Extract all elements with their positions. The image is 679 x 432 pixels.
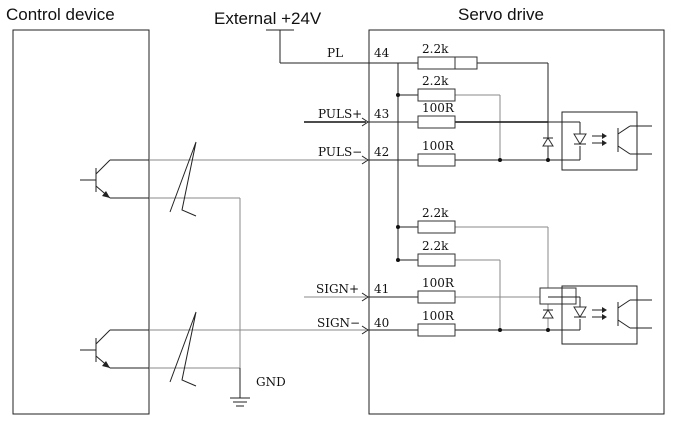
- puls-minus-label: PULS−: [318, 145, 362, 159]
- control-device-title: Control device: [6, 5, 115, 24]
- gnd-label: GND: [256, 375, 286, 389]
- pin-44: 44: [374, 46, 390, 60]
- resistor-sign-pullup-2-value: 2.2k: [422, 239, 449, 253]
- puls-gnd-wire: [149, 197, 241, 368]
- pin-43: 43: [374, 107, 389, 121]
- resistor-pl: [417, 56, 456, 70]
- resistor-puls-pullup: [417, 88, 456, 102]
- external-24v-line: [266, 29, 398, 64]
- puls-optocoupler-input: [542, 121, 568, 161]
- control-device-box: [12, 29, 150, 415]
- pl-label: PL: [327, 46, 343, 60]
- resistor-puls-plus: [417, 115, 456, 129]
- sign-minus-label: SIGN−: [317, 316, 360, 330]
- resistor-puls-pullup-value: 2.2k: [422, 74, 449, 88]
- puls-resistor-network: [398, 56, 549, 161]
- ground-symbol: [230, 368, 250, 407]
- servo-drive-title: Servo drive: [458, 5, 544, 24]
- optocoupler-puls: [561, 111, 652, 171]
- servo-drive-box: [368, 29, 665, 415]
- puls-plus-label: PULS+: [318, 107, 362, 121]
- external-supply-title: External +24V: [214, 9, 322, 28]
- resistor-sign-plus-value: 100R: [422, 276, 455, 290]
- twisted-pair-mark-puls: [169, 141, 197, 217]
- optocoupler-sign: [561, 285, 652, 345]
- npn-transistor-sign: [80, 329, 149, 369]
- resistor-sign-plus: [417, 290, 456, 304]
- resistor-puls-minus-value: 100R: [422, 139, 455, 153]
- sign-optocoupler-input: [542, 296, 568, 331]
- resistor-puls-minus: [417, 153, 456, 167]
- sign-resistor-network: [398, 226, 577, 331]
- resistor-pl-value: 2.2k: [422, 42, 449, 56]
- sign-plus-label: SIGN+: [316, 282, 359, 296]
- resistor-sign-minus: [417, 323, 456, 337]
- resistor-sign-pullup-1-value: 2.2k: [422, 206, 449, 220]
- npn-transistor-puls: [80, 159, 149, 199]
- resistor-puls-plus-value: 100R: [422, 101, 455, 115]
- resistor-sign-pullup-1: [417, 220, 456, 234]
- junction-dots: [396, 93, 550, 332]
- pin-41: 41: [374, 282, 389, 296]
- pin-42: 42: [374, 145, 389, 159]
- twisted-pair-mark-sign: [169, 311, 197, 387]
- resistor-sign-minus-value: 100R: [422, 309, 455, 323]
- pin-40: 40: [374, 316, 389, 330]
- resistor-sign-pullup-2: [417, 253, 456, 267]
